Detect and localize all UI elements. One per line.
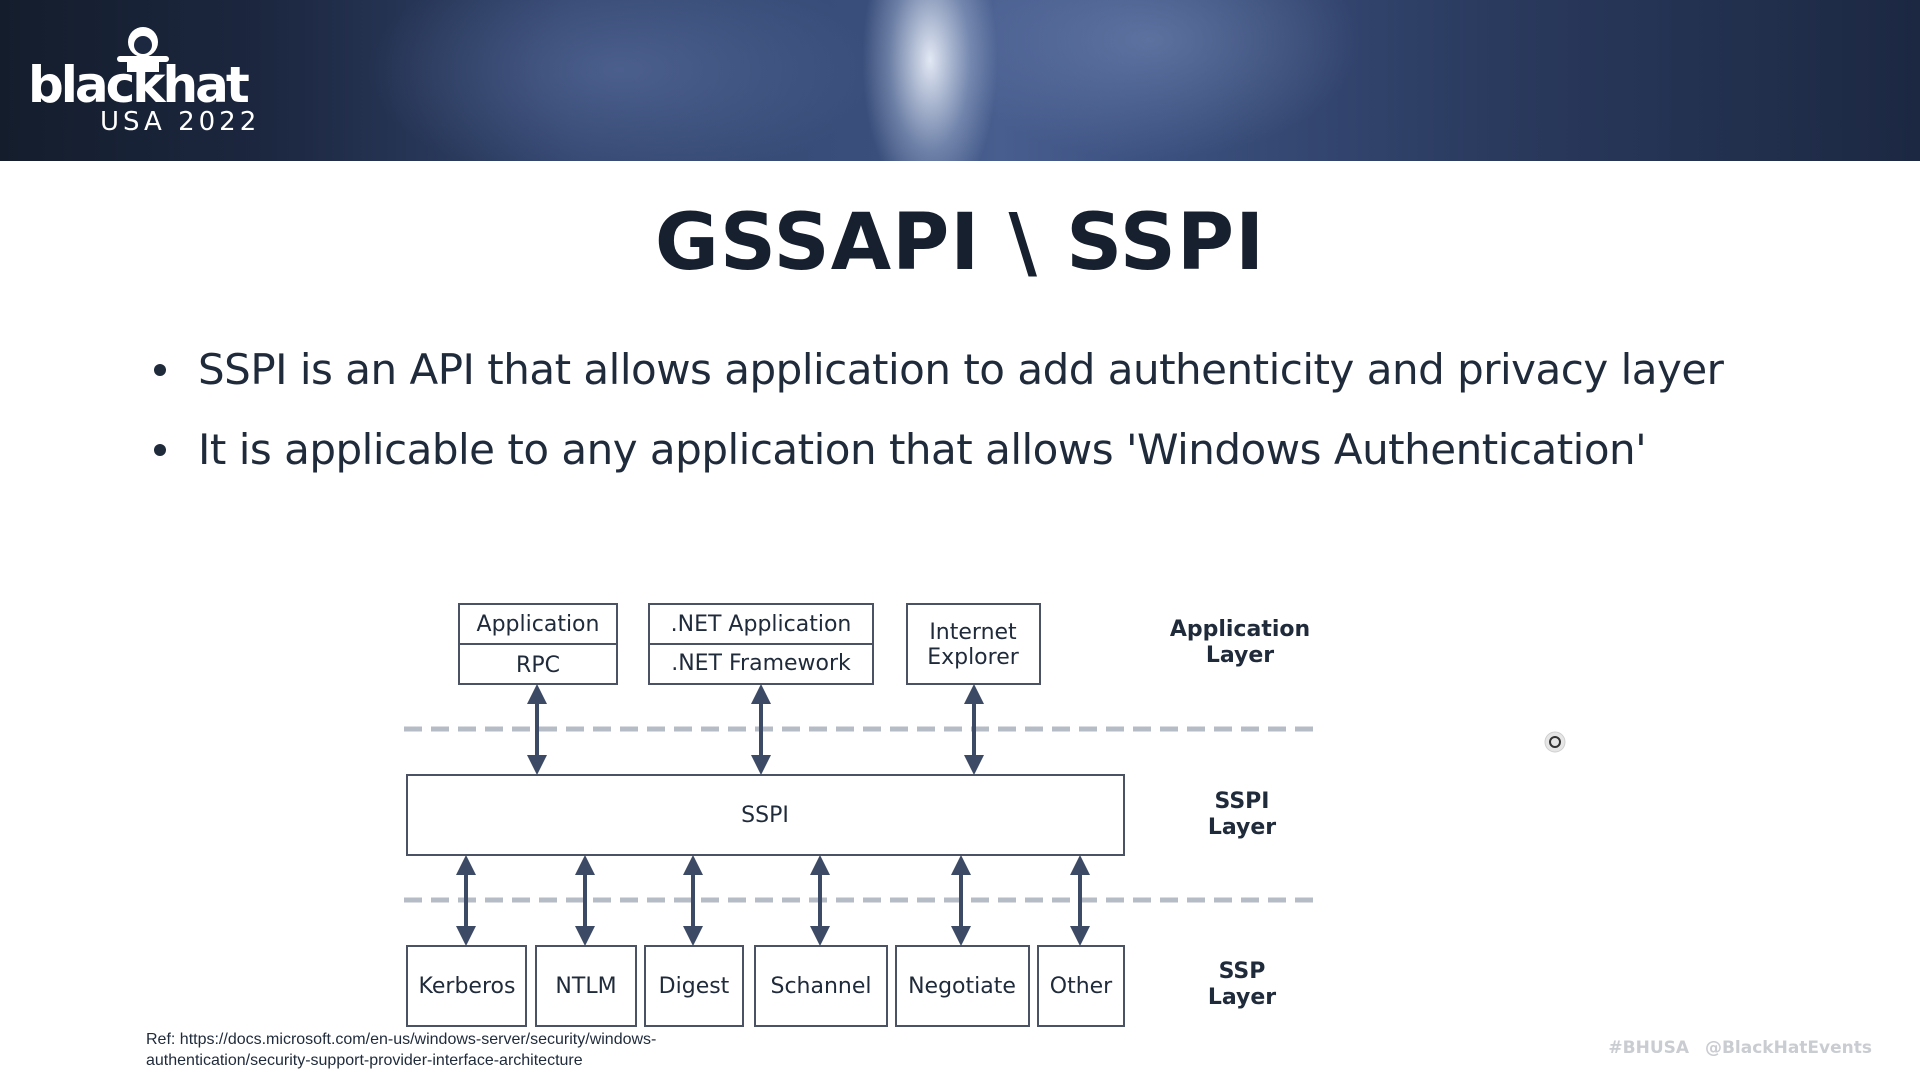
ssp-box-negotiate <box>895 945 1030 1027</box>
rpc-label: RPC <box>516 653 560 678</box>
bullet-item: It is applicable to any application that… <box>148 410 1723 490</box>
bullet-list: SSPI is an API that allows application t… <box>148 330 1724 490</box>
ssp-layer-label: SSP <box>1219 959 1266 984</box>
application-layer-label: Layer <box>1206 643 1274 668</box>
sspi-box <box>406 774 1125 856</box>
ssp-box-kerberos <box>406 945 527 1027</box>
ssp-label: Kerberos <box>419 974 516 999</box>
internet-label: Internet <box>929 620 1017 645</box>
dotnet-application-label: .NET Application <box>671 612 852 637</box>
application-layer-label: Application <box>1170 617 1310 642</box>
ssp-label: Digest <box>659 974 730 999</box>
hat-icon <box>117 27 169 72</box>
ssp-box-digest <box>644 945 744 1027</box>
logo-brand-text: blackhat <box>28 56 250 114</box>
bullet-icon <box>154 364 166 376</box>
blackhat-logo: blackhat USA 2022 <box>28 26 308 136</box>
bullet-icon <box>154 444 166 456</box>
sspi-label: SSPI <box>741 803 789 828</box>
ssp-box-ntlm <box>535 945 637 1027</box>
sspi-layer-label: SSPI <box>1214 789 1269 814</box>
ssp-label: Negotiate <box>908 974 1016 999</box>
reference-text: Ref: https://docs.microsoft.com/en-us/wi… <box>146 1029 866 1071</box>
logo-event-text: USA 2022 <box>100 107 261 137</box>
bullet-text: SSPI is an API that allows application t… <box>198 345 1724 394</box>
laser-pointer-icon <box>1544 731 1566 753</box>
ssp-box-other <box>1037 945 1125 1027</box>
ssp-label: Schannel <box>770 974 871 999</box>
reference-line: authentication/security-support-provider… <box>146 1052 583 1069</box>
slide-title: GSSAPI \ SSPI <box>654 198 1266 288</box>
ssp-box-schannel <box>754 945 888 1027</box>
bullet-text: It is applicable to any application that… <box>198 425 1647 474</box>
footer-tags: #BHUSA @BlackHatEvents <box>1608 1038 1872 1058</box>
dotnet-framework-label: .NET Framework <box>671 651 851 676</box>
header-banner: blackhat USA 2022 <box>0 0 1920 161</box>
sspi-layer-label: Layer <box>1208 815 1276 840</box>
ssp-label: NTLM <box>555 974 616 999</box>
application-label: Application <box>477 612 600 637</box>
ssp-layer-label: Layer <box>1208 985 1276 1010</box>
footer-hashtag: #BHUSA <box>1608 1038 1690 1058</box>
bullet-item: SSPI is an API that allows application t… <box>148 330 1724 410</box>
internet-explorer-box <box>906 603 1041 685</box>
reference-line: Ref: https://docs.microsoft.com/en-us/wi… <box>146 1031 657 1048</box>
ssp-label: Other <box>1050 974 1113 999</box>
explorer-label: Explorer <box>927 645 1020 670</box>
footer-handle: @BlackHatEvents <box>1704 1038 1872 1058</box>
